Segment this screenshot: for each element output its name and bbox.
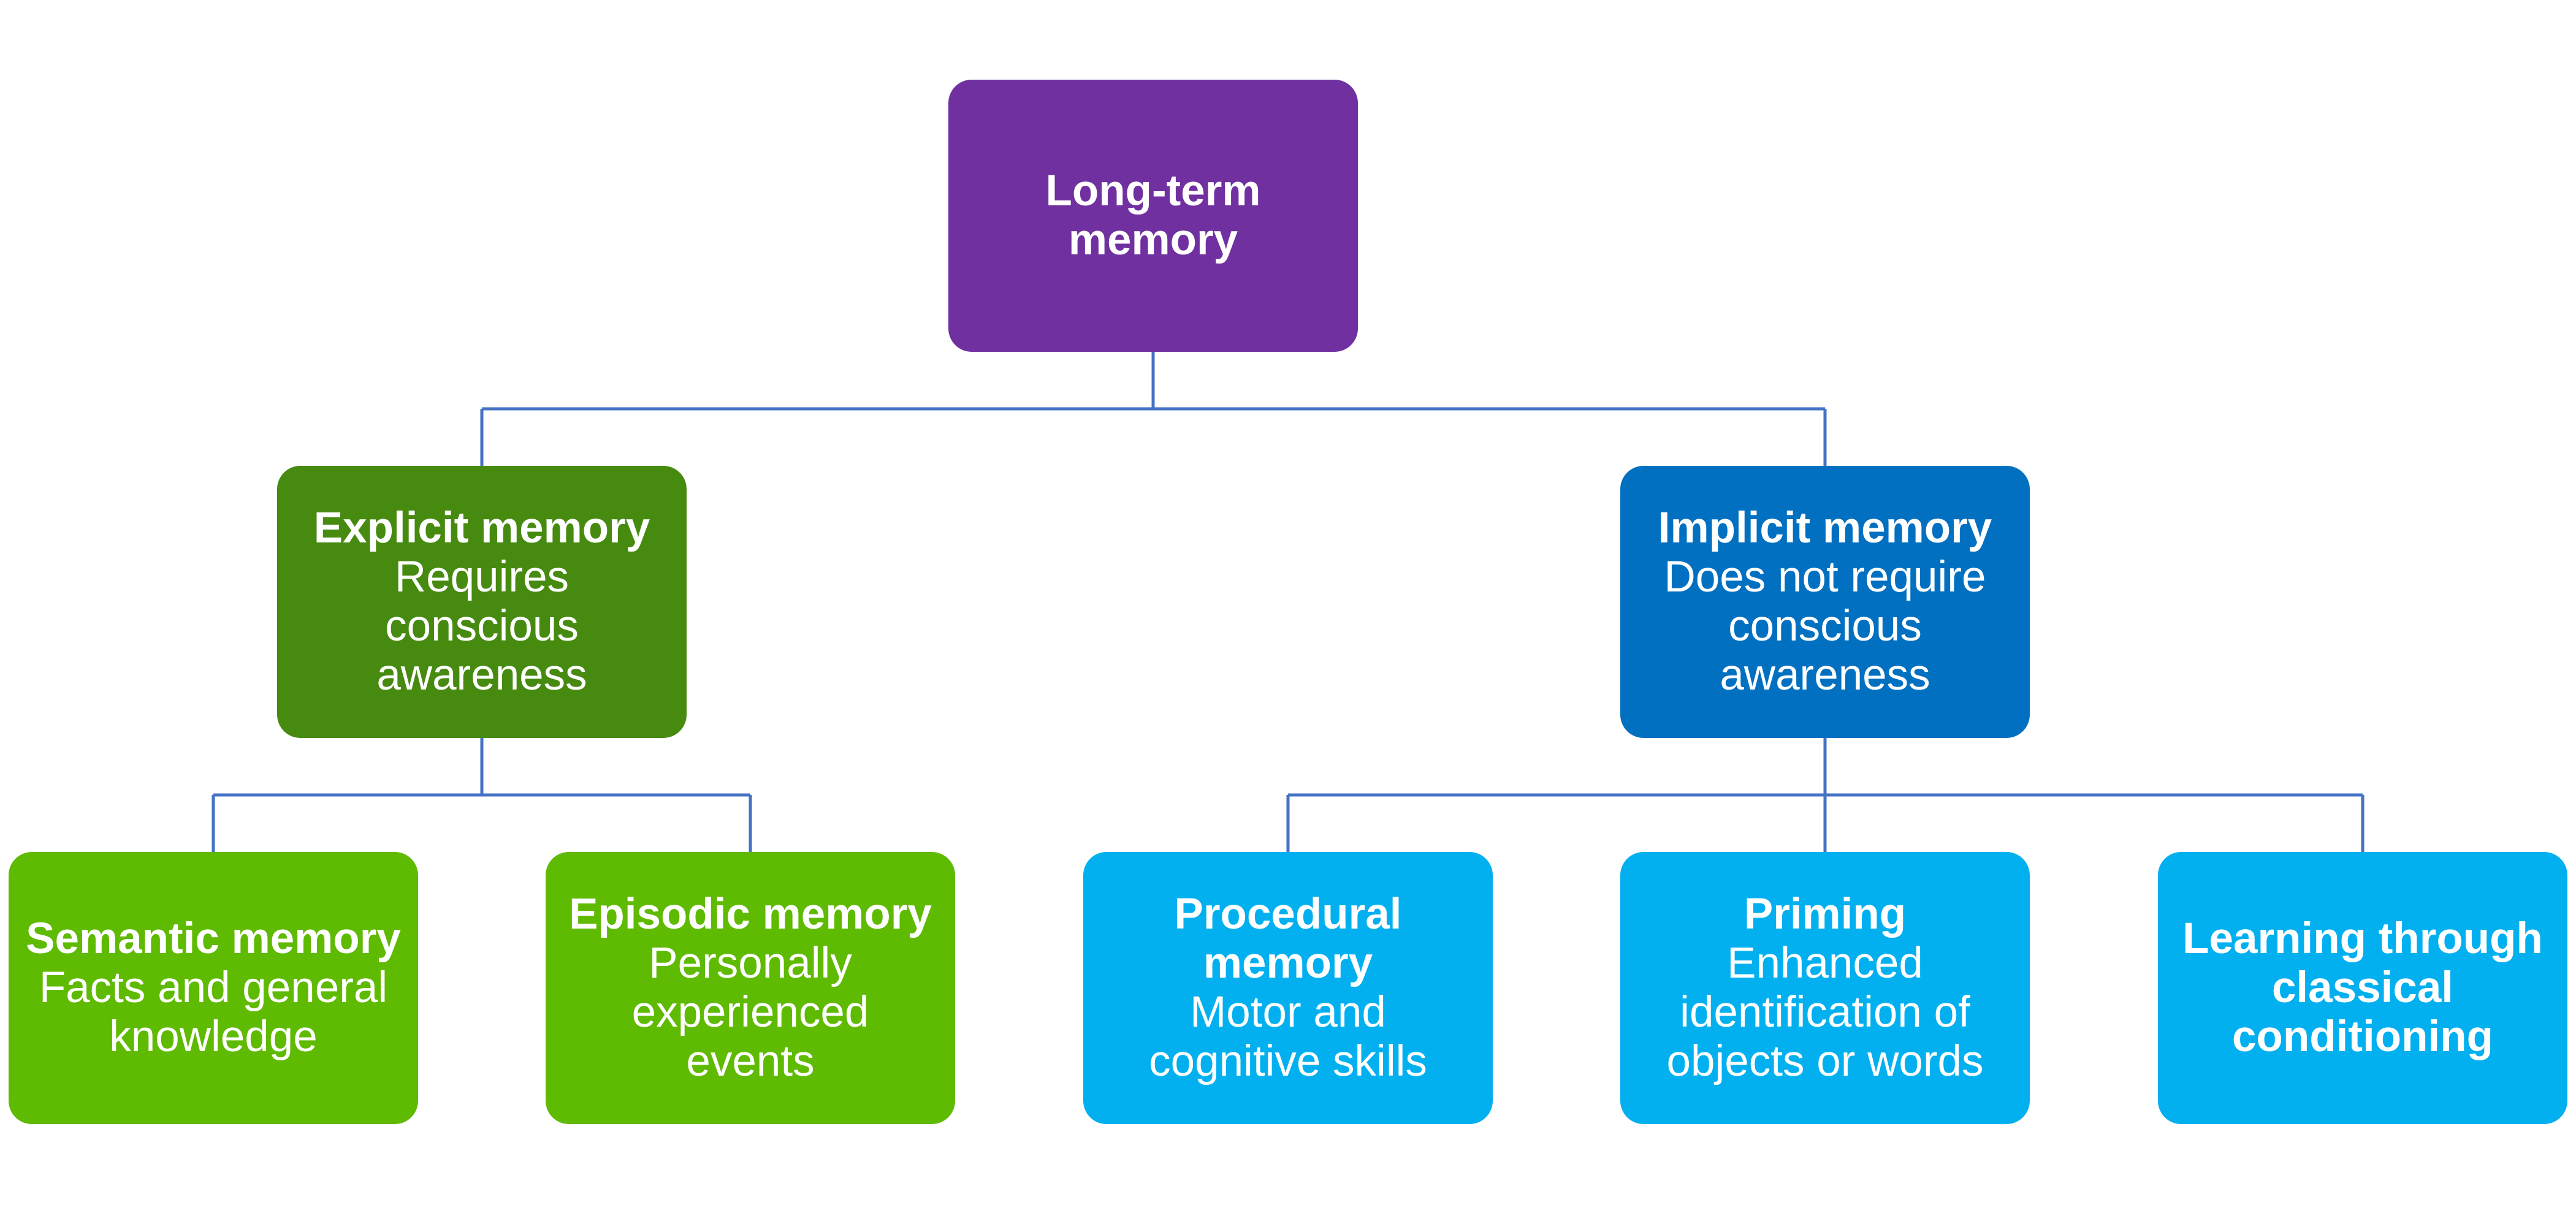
node-title: Implicit memory [1658, 504, 1992, 552]
node-description: identification of [1680, 988, 1970, 1036]
node-priming: Priming Enhanced identification of objec… [1620, 852, 2030, 1124]
node-description: events [686, 1037, 815, 1085]
node-classical-conditioning: Learning through classical conditioning [2158, 852, 2567, 1124]
node-description: Motor and [1190, 988, 1386, 1036]
node-title: Semantic memory [26, 914, 401, 963]
node-description: awareness [1720, 651, 1930, 699]
node-description: Facts and general [39, 964, 388, 1012]
node-description: conscious [1728, 602, 1922, 650]
node-title: Long-term [1045, 167, 1261, 215]
node-description: Enhanced [1727, 939, 1923, 987]
node-episodic-memory: Episodic memory Personally experienced e… [546, 852, 955, 1124]
node-title: memory [1203, 939, 1373, 987]
node-title: Episodic memory [569, 890, 932, 938]
node-description: awareness [376, 651, 587, 699]
node-description: cognitive skills [1149, 1037, 1427, 1085]
node-implicit-memory: Implicit memory Does not require conscio… [1620, 466, 2030, 738]
node-description: Does not require [1664, 553, 1986, 601]
node-description: conscious [385, 602, 579, 650]
node-title: Explicit memory [313, 504, 650, 552]
node-title: Procedural [1174, 890, 1402, 938]
node-description: objects or words [1666, 1037, 1984, 1085]
node-description: knowledge [109, 1013, 318, 1061]
node-semantic-memory: Semantic memory Facts and general knowle… [9, 852, 418, 1124]
node-title: memory [1068, 216, 1238, 264]
node-description: Requires [394, 553, 570, 601]
node-long-term-memory: Long-term memory [948, 80, 1358, 352]
node-title: conditioning [2232, 1013, 2493, 1061]
node-title: Priming [1743, 890, 1907, 938]
node-description: Personally [649, 939, 852, 987]
node-procedural-memory: Procedural memory Motor and cognitive sk… [1083, 852, 1493, 1124]
node-title: classical [2271, 964, 2454, 1012]
node-explicit-memory: Explicit memory Requires conscious aware… [277, 466, 687, 738]
node-description: experienced [631, 988, 869, 1036]
node-title: Learning through [2182, 914, 2543, 963]
